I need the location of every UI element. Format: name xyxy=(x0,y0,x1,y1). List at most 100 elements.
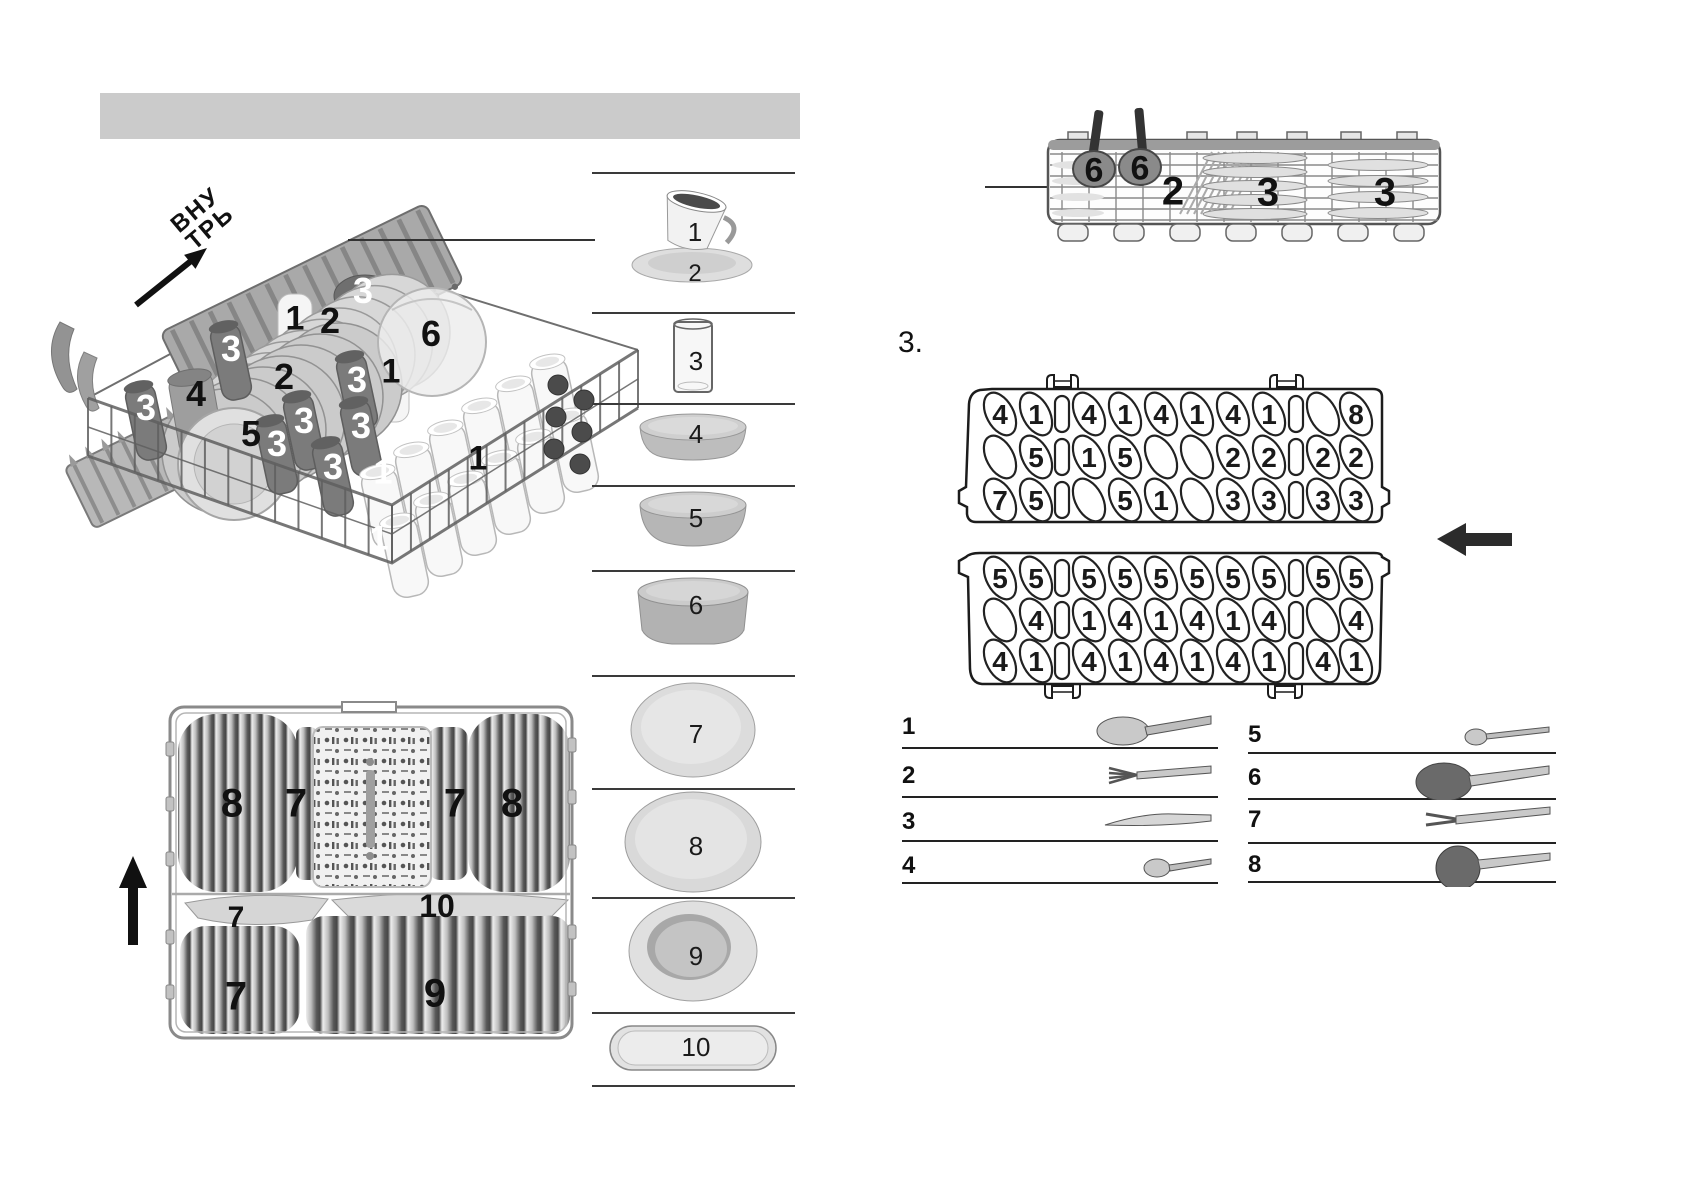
tray-cell-oval xyxy=(1071,638,1107,684)
tray-cell-oval xyxy=(1338,638,1374,684)
lower-basket-number: 8 xyxy=(501,782,523,826)
legend-number-4: 4 xyxy=(902,852,916,879)
tray-cell-oval xyxy=(1251,477,1287,523)
basket-clip xyxy=(567,844,577,860)
tray-cell-oval xyxy=(1107,391,1143,437)
legend-number-2: 2 xyxy=(902,762,916,789)
dish-item-shape: 9 xyxy=(628,900,758,1002)
tray-cell-oval xyxy=(1107,434,1143,480)
tray-cell-number: 1 xyxy=(1081,605,1097,636)
dish-list-separator xyxy=(592,1085,795,1087)
basket-item-number: 3 xyxy=(294,400,314,441)
tray-cell-oval xyxy=(1071,477,1107,523)
tray-cell-number: 5 xyxy=(1028,442,1044,473)
white-cup xyxy=(447,470,498,557)
knife-shape xyxy=(1327,207,1429,219)
basket-clip xyxy=(567,789,577,805)
basket-item-number: 3 xyxy=(136,387,156,428)
legend-separator xyxy=(902,747,1218,749)
tray-cell-number: 4 xyxy=(1315,646,1331,677)
tray-cell-number: 1 xyxy=(1153,485,1169,516)
tray-cell-oval xyxy=(1215,477,1251,523)
dish-item-dinner_plate: 8 xyxy=(624,791,762,893)
legend-separator xyxy=(902,840,1218,842)
tray-cell-oval xyxy=(1215,597,1251,643)
tray-tab xyxy=(1269,374,1304,389)
legend-separator xyxy=(1248,881,1556,883)
dish-list-separator xyxy=(592,403,795,405)
tray-cell-number: 5 xyxy=(992,563,1008,594)
tray-cell-oval xyxy=(1071,597,1107,643)
ladle-icon xyxy=(1435,845,1551,887)
tray-cell-oval xyxy=(982,555,1018,601)
tray-cell-oval xyxy=(1215,434,1251,480)
dish-item-number: 7 xyxy=(689,719,703,749)
basket-item-number: 1 xyxy=(370,520,389,558)
tray-cell-number: 4 xyxy=(1153,646,1169,677)
knife-shape xyxy=(1202,208,1308,220)
tray-slot xyxy=(1053,600,1071,640)
tray-cell-number: 1 xyxy=(1117,399,1133,430)
tray-slot xyxy=(1287,437,1305,477)
dark-cup xyxy=(123,380,168,461)
basket-item-number: 3 xyxy=(353,270,373,311)
tray-cell-number: 1 xyxy=(1153,605,1169,636)
basket-handle-notch xyxy=(341,701,397,713)
tray-cell-oval xyxy=(1018,638,1054,684)
serving-spoon-bowl xyxy=(1118,148,1162,186)
arrow-up-right-icon xyxy=(184,248,207,269)
tray-cell-oval xyxy=(1143,391,1179,437)
dish-item-shape: 6 xyxy=(637,577,749,645)
tray-cell-number: 5 xyxy=(1315,563,1331,594)
tray-cell-number: 2 xyxy=(1348,442,1364,473)
tray-cell-oval xyxy=(1338,597,1374,643)
basket-wheel xyxy=(547,374,569,396)
dish-list-separator xyxy=(592,172,795,174)
tray-cell-oval xyxy=(1215,638,1251,684)
tray-cell-number: 5 xyxy=(1225,563,1241,594)
knife-shape xyxy=(1202,180,1308,192)
tray-cell-oval xyxy=(1251,434,1287,480)
dish-item-oval_platter: 10 xyxy=(609,1025,777,1071)
tray-cell-oval xyxy=(982,597,1018,643)
tray-cell-number: 3 xyxy=(1348,485,1364,516)
legend-separator xyxy=(902,796,1218,798)
lower-basket-number: 7 xyxy=(285,782,307,826)
tray-cell-oval xyxy=(1305,434,1341,480)
basket-clip xyxy=(165,984,175,1000)
dish-item-shape: 3 xyxy=(673,318,713,393)
tray-cell-oval xyxy=(1305,555,1341,601)
basket-item-number: 5 xyxy=(241,413,261,454)
basket-clip xyxy=(165,796,175,812)
tray-cell-number: 4 xyxy=(1028,605,1044,636)
dish-list-separator xyxy=(592,570,795,572)
fork-icon xyxy=(1108,765,1212,785)
dish-item-dessert_plate: 7 xyxy=(630,682,756,778)
tray-cell-oval xyxy=(1215,391,1251,437)
tray-cell-oval xyxy=(1305,477,1341,523)
basket-clip xyxy=(567,737,577,753)
cutlery-basket-number: 3 xyxy=(1374,171,1396,215)
tray-cell-number: 5 xyxy=(1348,563,1364,594)
tray-cell-oval xyxy=(1143,555,1179,601)
dish-item-number: 5 xyxy=(689,503,703,533)
tray-cell-number: 1 xyxy=(1189,646,1205,677)
small-dish-7 xyxy=(184,894,329,926)
legend-number-6: 6 xyxy=(1248,764,1262,791)
serving-spoon-bowl xyxy=(1072,150,1116,188)
basket-foot xyxy=(1169,223,1201,242)
lower-basket-number: 10 xyxy=(419,888,455,924)
tray-cell-oval xyxy=(1018,477,1054,523)
knife-shape xyxy=(1327,191,1429,203)
tray-cell-number: 5 xyxy=(1117,485,1133,516)
